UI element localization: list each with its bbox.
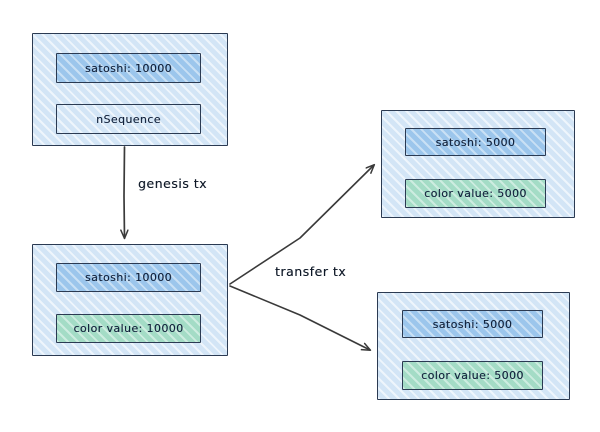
field-color-value-genesis-output[interactable]: color value: 10000 [56,314,201,343]
field-satoshi-genesis-input[interactable]: satoshi: 10000 [56,53,201,83]
arrow-genesis-tx [124,146,125,238]
field-satoshi-transfer-top[interactable]: satoshi: 5000 [405,128,546,156]
edge-label-transfer-tx: transfer tx [275,264,347,279]
tx-box-transfer-output-bottom[interactable]: satoshi: 5000 color value: 5000 [377,292,570,400]
field-label: satoshi: 10000 [84,61,173,75]
field-label: satoshi: 5000 [435,135,516,149]
field-label: satoshi: 5000 [432,317,513,331]
field-color-value-transfer-top[interactable]: color value: 5000 [405,179,546,208]
tx-box-transfer-output-top[interactable]: satoshi: 5000 color value: 5000 [381,110,575,218]
field-nsequence-genesis-input[interactable]: nSequence [56,104,201,134]
field-satoshi-transfer-bottom[interactable]: satoshi: 5000 [402,310,543,338]
field-label: color value: 5000 [421,369,524,382]
arrow-transfer-tx-bottom [229,285,370,350]
field-color-value-transfer-bottom[interactable]: color value: 5000 [402,361,543,390]
tx-box-genesis-input[interactable]: satoshi: 10000 nSequence [32,33,228,146]
tx-box-genesis-output[interactable]: satoshi: 10000 color value: 10000 [32,244,228,356]
field-label: nSequence [96,112,161,126]
field-label: color value: 10000 [73,322,184,335]
field-label: satoshi: 10000 [84,271,173,284]
edge-label-genesis-tx: genesis tx [138,176,208,191]
field-satoshi-genesis-output[interactable]: satoshi: 10000 [56,263,201,292]
field-label: color value: 5000 [424,187,527,200]
